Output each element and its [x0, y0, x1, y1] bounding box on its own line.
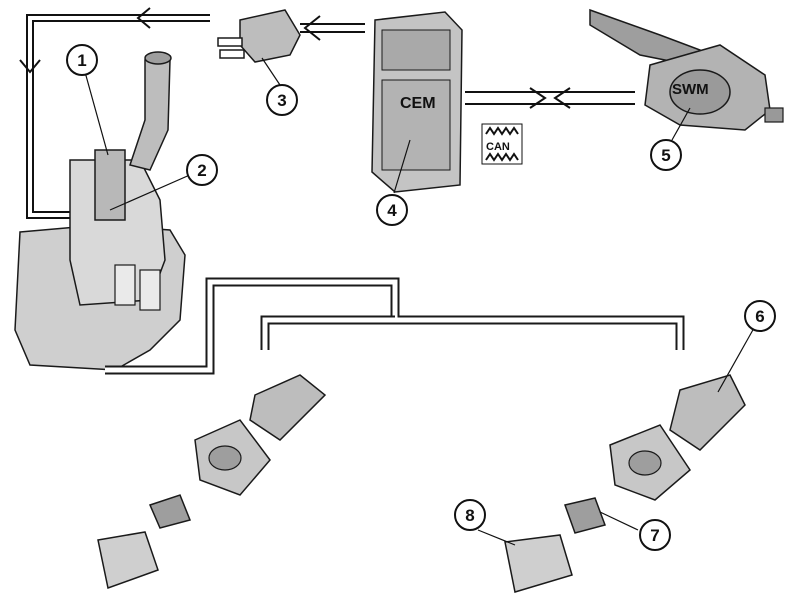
svg-text:5: 5 — [661, 146, 670, 165]
callout-5: 5 — [651, 140, 681, 170]
svg-text:4: 4 — [387, 201, 397, 220]
svg-text:8: 8 — [465, 506, 474, 525]
callout-1: 1 — [67, 45, 97, 75]
svg-text:1: 1 — [77, 51, 86, 70]
svg-text:2: 2 — [197, 161, 206, 180]
washer-relay — [218, 10, 300, 62]
cem-label: CEM — [400, 95, 436, 112]
signal-arrow-cem-to-relay — [300, 16, 365, 40]
callout-6: 6 — [745, 301, 775, 331]
swm-label: SWM — [672, 81, 709, 98]
callout-7: 7 — [640, 520, 670, 550]
svg-text:6: 6 — [755, 307, 764, 326]
svg-text:7: 7 — [650, 526, 659, 545]
callout-3: 3 — [267, 85, 297, 115]
left-washer-nozzle — [98, 375, 325, 588]
right-washer-nozzle — [565, 375, 745, 533]
callout-8: 8 — [455, 500, 485, 530]
can-bus-link — [465, 88, 635, 108]
can-label: CAN — [486, 141, 510, 153]
swm-module — [590, 10, 783, 130]
nozzle-cover-cap — [505, 535, 572, 592]
washer-hoses — [105, 282, 680, 370]
svg-text:3: 3 — [277, 91, 286, 110]
callout-2: 2 — [187, 155, 217, 185]
callout-4: 4 — [377, 195, 407, 225]
